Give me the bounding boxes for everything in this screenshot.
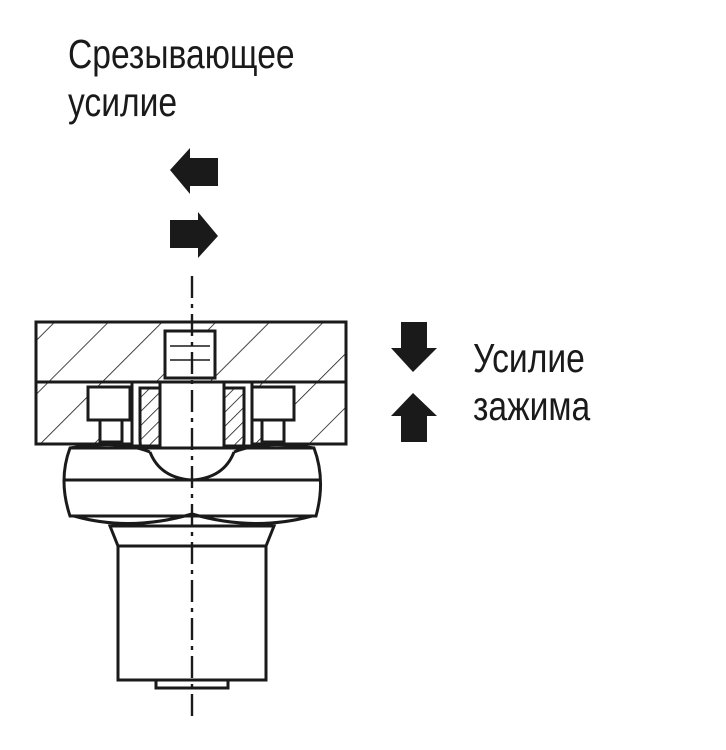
clamping-force-label-line2: зажима [473,383,591,429]
arrow-down-icon [391,322,437,372]
shear-force-label: Срезывающее усилие [68,30,295,126]
arrow-right-icon [170,212,218,258]
shear-force-label-line1: Срезывающее [68,31,295,77]
arrow-left-icon [170,148,218,194]
clamping-force-label-line1: Усилие [473,335,585,381]
clamping-force-label: Усилие зажима [473,334,590,430]
shear-force-label-line2: усилие [68,79,178,125]
arrow-up-icon [391,393,437,442]
